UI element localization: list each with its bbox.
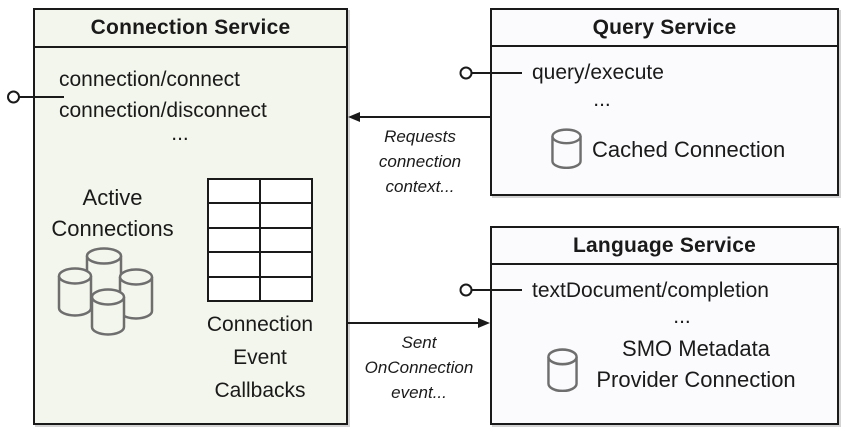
table-cell — [260, 227, 312, 253]
database-icon — [547, 348, 578, 392]
sent-onconnection-event-label: Sent OnConnection event... — [364, 333, 474, 402]
connection-service-lollipop-connector — [7, 90, 64, 104]
table-cell — [260, 276, 312, 301]
language-service-lollipop-connector — [459, 283, 522, 297]
table-cell — [260, 179, 312, 204]
smo-metadata-provider-connection-label: SMO Metadata Provider Connection — [596, 336, 796, 392]
connection-methods-list: connection/connect connection/disconnect — [59, 64, 267, 126]
database-icon — [551, 128, 582, 169]
table-cell — [260, 252, 312, 277]
table-cell — [208, 203, 260, 228]
table-cell — [208, 227, 260, 253]
cached-connection-label: Cached Connection — [592, 137, 786, 162]
connection-service-box: Connection Service connection/connect co… — [33, 8, 348, 425]
method-query-execute: query/execute — [532, 61, 664, 84]
query-methods-ellipsis: ... — [593, 88, 611, 111]
table-cell — [208, 252, 260, 277]
query-service-box: Query Service query/execute ... Cached C… — [490, 8, 839, 196]
language-service-title: Language Service — [492, 228, 837, 265]
language-service-box: Language Service textDocument/completion… — [490, 226, 839, 425]
database-cluster-icon — [57, 247, 154, 336]
method-connection-disconnect: connection/disconnect — [59, 99, 267, 122]
active-connections-label: Active Connections — [51, 185, 174, 241]
connection-event-callbacks-label: Connection Event Callbacks — [206, 313, 314, 402]
connection-service-title: Connection Service — [35, 10, 346, 48]
table-cell — [208, 179, 260, 204]
language-methods-ellipsis: ... — [673, 305, 691, 328]
connection-methods-ellipsis: ... — [171, 122, 189, 145]
method-connection-connect: connection/connect — [59, 68, 240, 91]
requests-connection-context-arrow — [348, 112, 490, 122]
requests-connection-context-label: Requests connection context... — [378, 127, 462, 196]
query-service-title: Query Service — [492, 10, 837, 47]
sent-onconnection-event-arrow — [348, 318, 490, 328]
query-service-lollipop-connector — [459, 66, 522, 80]
table-cell — [208, 276, 260, 301]
table-cell — [260, 203, 312, 228]
method-textdocument-completion: textDocument/completion — [532, 279, 769, 302]
callbacks-table — [207, 178, 313, 302]
